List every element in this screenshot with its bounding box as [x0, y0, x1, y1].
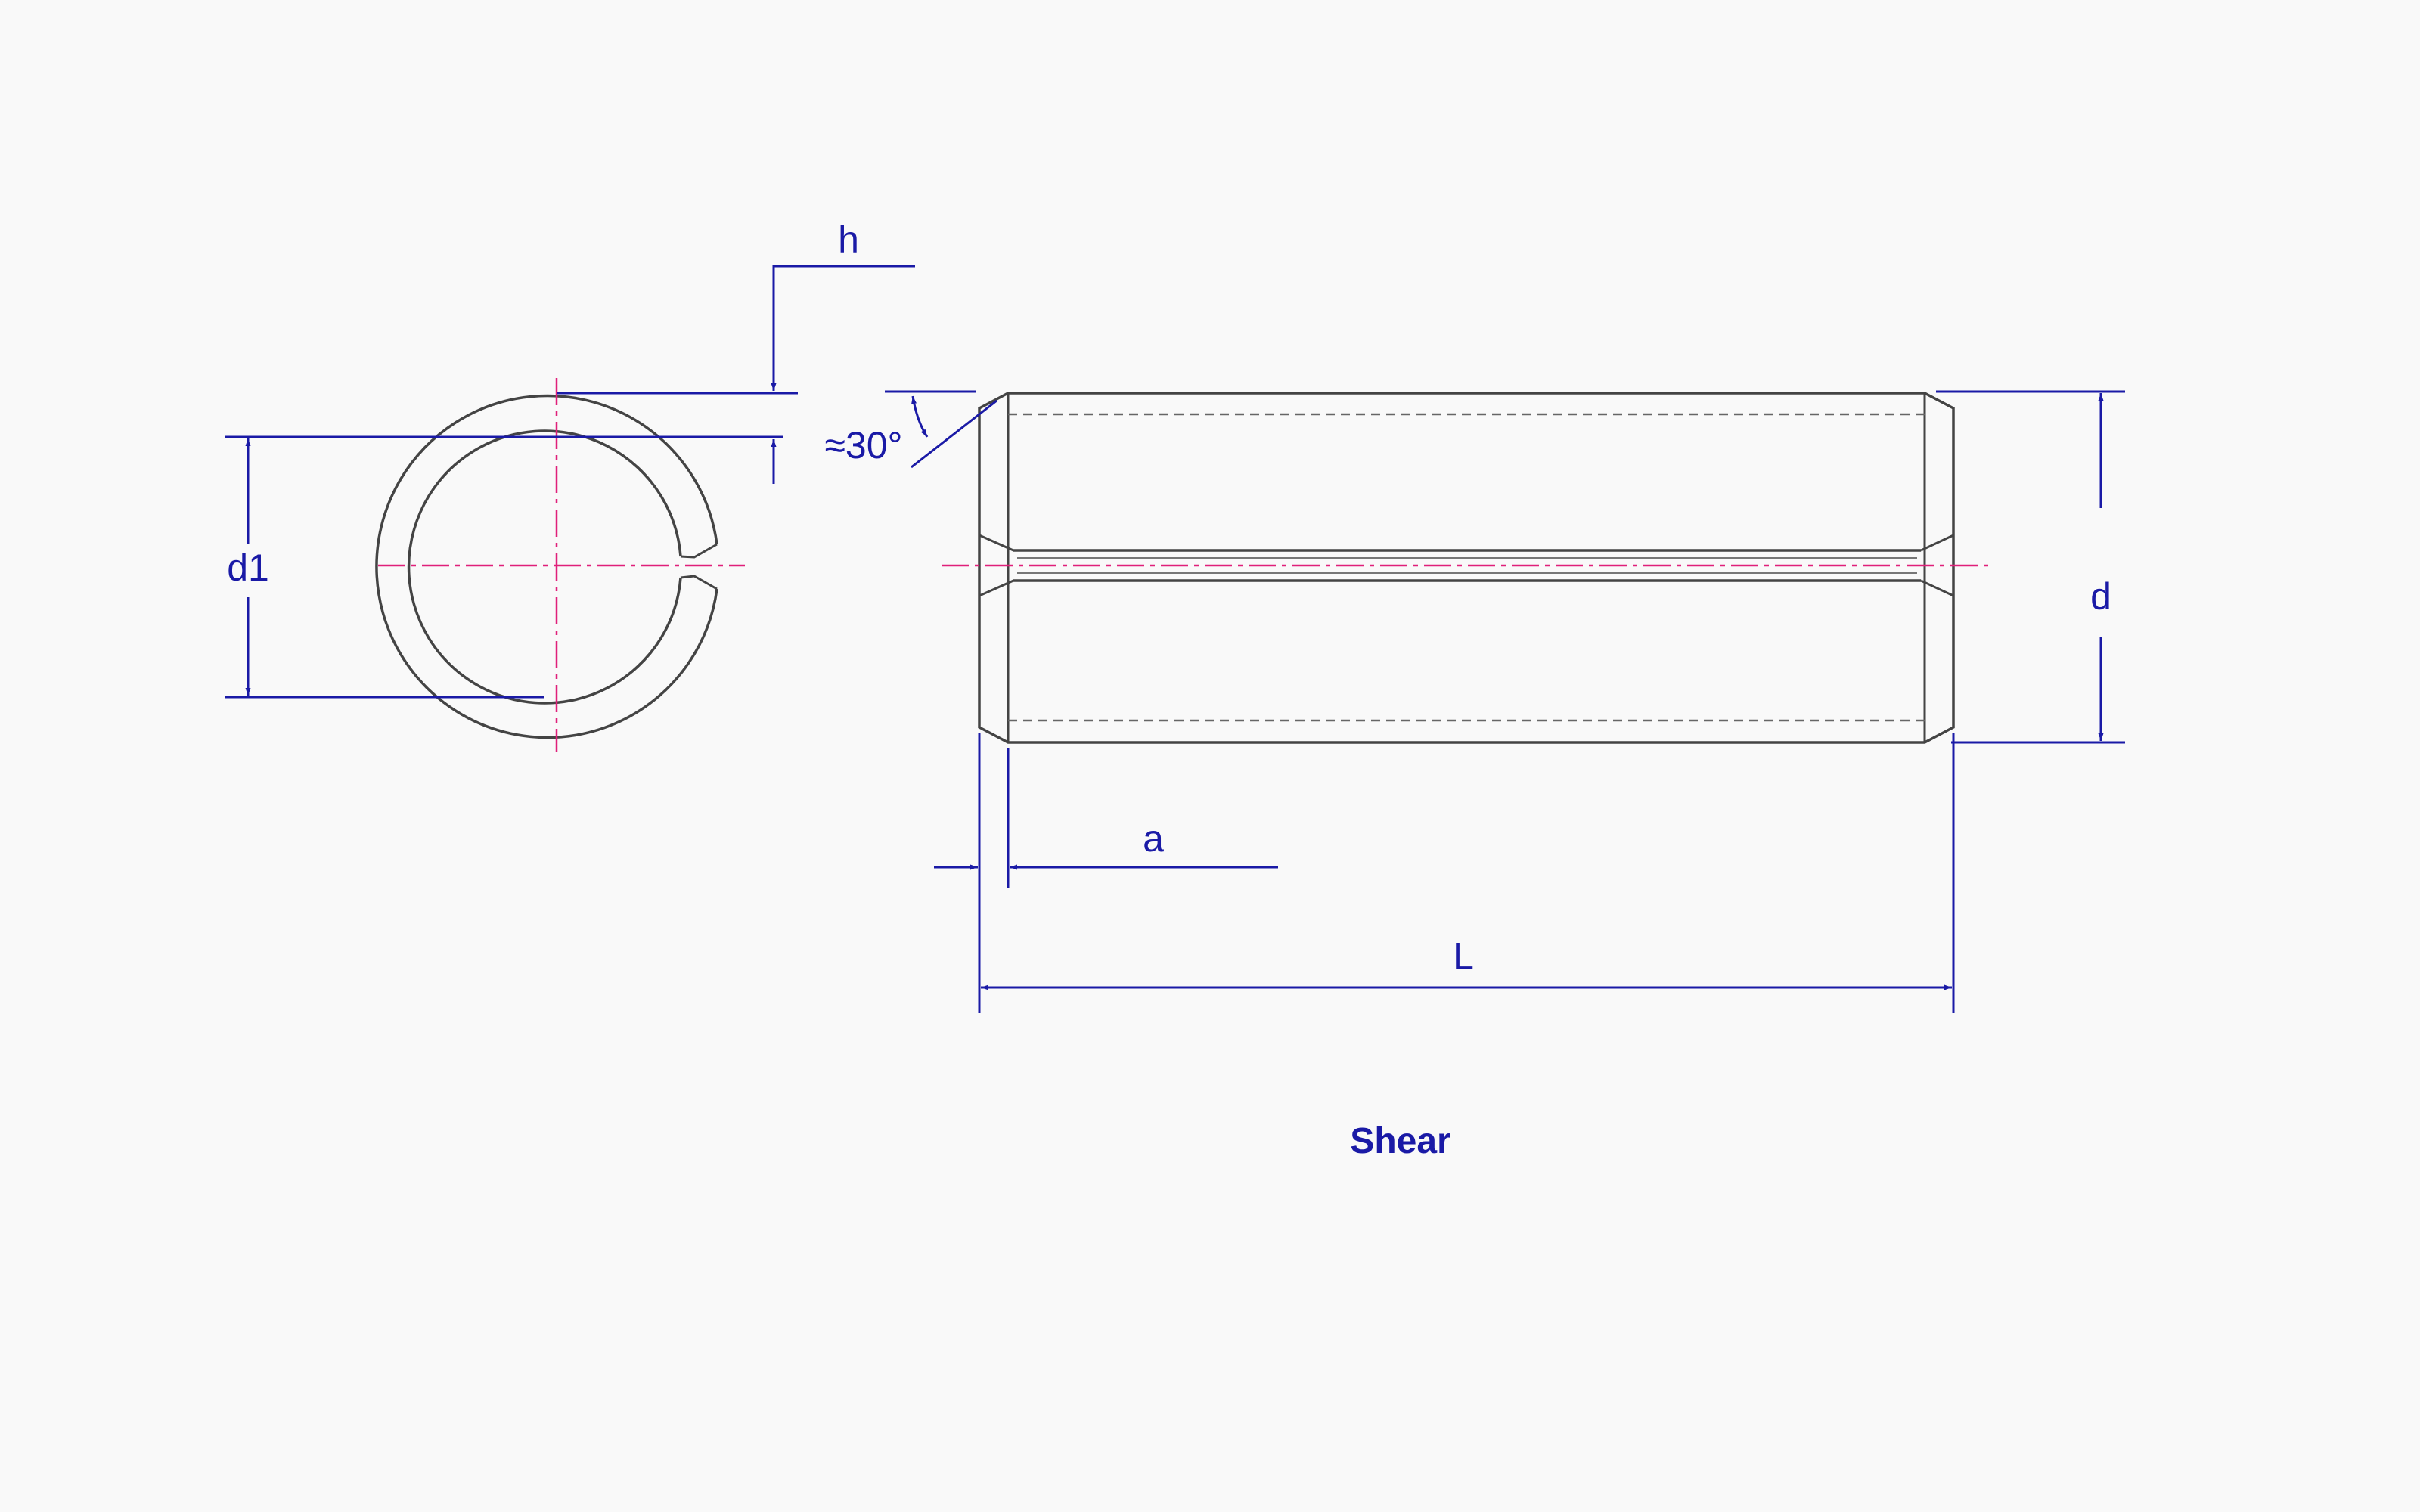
pin-outline	[978, 392, 1955, 744]
label-angle: ≈30°	[824, 424, 902, 466]
ring-outer-arc	[375, 394, 718, 739]
label-d1: d1	[227, 547, 269, 589]
ring-gap-lower	[680, 575, 718, 590]
ring-inner-arc	[407, 429, 682, 705]
side-view: d ≈30° a L	[824, 390, 2125, 1013]
slot-chamfer-left	[979, 534, 1014, 597]
label-h: h	[838, 218, 859, 261]
drawing-caption: Shear	[1350, 1121, 1450, 1161]
slot-chamfer-right	[1920, 534, 1954, 597]
h-leader	[771, 265, 915, 391]
end-view: d1 h	[225, 218, 915, 752]
ring-gap-upper	[680, 543, 718, 559]
angle-extension-chamfer	[911, 399, 997, 469]
label-d: d	[2090, 575, 2111, 618]
label-a: a	[1143, 817, 1164, 860]
label-L: L	[1453, 935, 1474, 978]
angle-arc	[911, 395, 929, 438]
